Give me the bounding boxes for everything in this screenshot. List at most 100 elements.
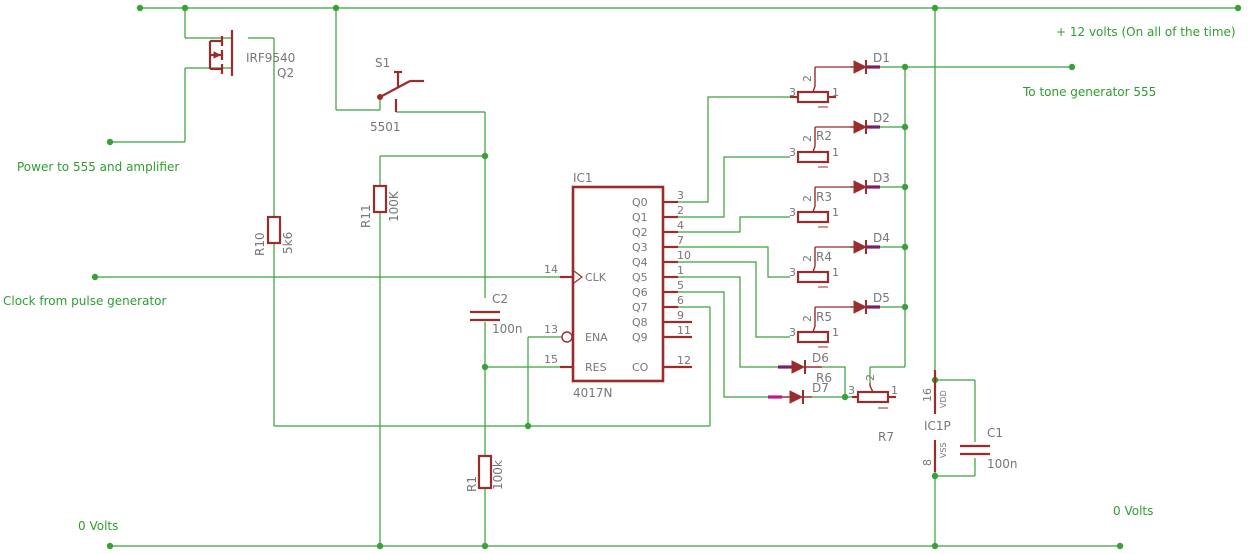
junction-dot [481, 363, 489, 371]
trimmer-pin1: 1 [832, 326, 839, 339]
r10-name-label: R10 [253, 232, 267, 256]
junction-dot [1068, 63, 1076, 71]
trimmer-pin2: 2 [801, 255, 814, 262]
junction-dot [1234, 4, 1242, 12]
ic1-pin-label: Q0 [632, 196, 648, 209]
ic1-pin-label: Q2 [632, 226, 648, 239]
diode-label: D7 [812, 381, 829, 395]
r11-name-label: R11 [359, 204, 373, 228]
ic1p-vdd-label: VDD [939, 390, 948, 408]
ic1p-vss-label: VSS [939, 442, 948, 458]
r1-resistor: R1 100k [465, 454, 505, 492]
c2-value-label: 100n [492, 322, 523, 336]
ic1-pin-label: CLK [585, 271, 607, 284]
q2-mosfet: IRF9540 Q2 [208, 30, 295, 80]
trimmer-name: R2 [816, 129, 832, 143]
q2-name-label: Q2 [277, 66, 294, 80]
trimmer-pin3: 3 [789, 206, 796, 219]
ic1-counter: IC1 4017N CLK 14 ENA 13 RES 15 Q0 3 Q1 2… [544, 171, 692, 400]
trimmer-pin3: 3 [789, 86, 796, 99]
q4-route-wire [678, 261, 790, 338]
trimmer-pin1: 1 [832, 146, 839, 159]
q2-arrow [213, 51, 222, 59]
ic1-pin-label: Q8 [632, 316, 648, 329]
d6-to-r7-wire [822, 366, 846, 397]
trimmer-name: R7 [878, 430, 894, 444]
q2-route-wire [678, 216, 790, 233]
junction-dot [931, 472, 939, 480]
junction-dot [524, 422, 532, 430]
junction-dot [181, 4, 189, 12]
q0-route-wire [678, 96, 790, 203]
q5-route-wire [678, 276, 780, 368]
ic1-right-pins: Q0 3 Q1 2 Q2 4 Q3 7 Q4 10 Q5 1 Q6 5 Q7 6 [632, 189, 692, 374]
trimmer-body [796, 90, 830, 104]
r11-value-label: 100K [387, 190, 401, 222]
ic1-ena-bubble [561, 331, 573, 343]
junction-dot [106, 542, 114, 550]
diode-d2: D2 [850, 111, 905, 134]
ic1-body [571, 185, 665, 383]
junction-dot [91, 273, 99, 281]
c1-capacitor: C1 100n [960, 426, 1018, 471]
ic1-pin-label: Q3 [632, 241, 648, 254]
diode-label: D4 [873, 231, 890, 245]
power-output-label: Power to 555 and amplifier [17, 160, 179, 174]
trimmer-pin3: 3 [789, 146, 796, 159]
ic1-pin-number: 15 [544, 353, 558, 366]
ic1p-vdd-pin: 16 [921, 388, 934, 402]
trimmer-name: R5 [816, 310, 832, 324]
r11-body [372, 184, 388, 214]
trimmer-r6-name: R6 [816, 371, 832, 385]
r10-value-label: 5k6 [281, 232, 295, 254]
trimmer-pin1: 1 [832, 206, 839, 219]
c2-capacitor: C2 100n [470, 292, 523, 336]
s1-name-label: S1 [375, 56, 390, 70]
ic1-pin-label: Q9 [632, 331, 648, 344]
ic1-pin-number: 1 [677, 264, 684, 277]
trimmer-wiper [812, 187, 816, 213]
diodes: D1 D2 D3 D4 [768, 51, 905, 404]
junction-dot [136, 4, 144, 12]
diode-label: D6 [812, 351, 829, 365]
r1-value-label: 100k [491, 460, 505, 490]
trimmer-wiper [812, 307, 816, 333]
diode-label: D2 [873, 111, 890, 125]
q6-route-wire [678, 291, 770, 398]
ic1-pin-number: 6 [677, 294, 684, 307]
trimmer-r1: 3 1 2 [789, 66, 850, 108]
ground-label-left: 0 Volts [78, 519, 118, 533]
trimmer-r7: R7 3 1 2 [848, 374, 898, 444]
junction-dot [332, 4, 340, 12]
junction-dot [481, 542, 489, 550]
diode-label: D3 [873, 171, 890, 185]
diode-triangle [853, 120, 868, 134]
trimmer-pin1: 1 [832, 86, 839, 99]
trimmer-r5: R5 3 1 2 [789, 306, 850, 348]
trimmer-wiper [869, 383, 874, 393]
trimmer-body [796, 150, 830, 164]
junction-dot [1116, 542, 1124, 550]
diode-label: D1 [873, 51, 890, 65]
ic1p-power: 16 VDD IC1P 8 VSS [921, 370, 951, 472]
ic1-pin-label: ENA [585, 331, 608, 344]
diode-d3: D3 [850, 171, 905, 194]
r1-body [477, 454, 493, 490]
ic1p-name-label: IC1P [924, 419, 951, 433]
trimmer-body [856, 390, 890, 404]
trimmer-wiper [812, 127, 816, 153]
ic1-name-label: IC1 [573, 171, 593, 185]
junction-dot [841, 393, 849, 401]
trimmer-r2: R2 3 1 2 [789, 126, 850, 168]
q2-part-label: IRF9540 [246, 51, 295, 65]
ic1-pin-number: 5 [677, 279, 684, 292]
s1-switch: S1 5501 [370, 56, 424, 134]
ic1-pin-label: Q7 [632, 301, 648, 314]
ic1-pin-number: 12 [677, 354, 691, 367]
trimmer-pin3: 3 [848, 384, 855, 397]
junction-dot [931, 542, 939, 550]
wires [95, 7, 1238, 547]
ic1-pin-number: 4 [677, 219, 684, 232]
trimmer-pin1: 1 [832, 266, 839, 279]
